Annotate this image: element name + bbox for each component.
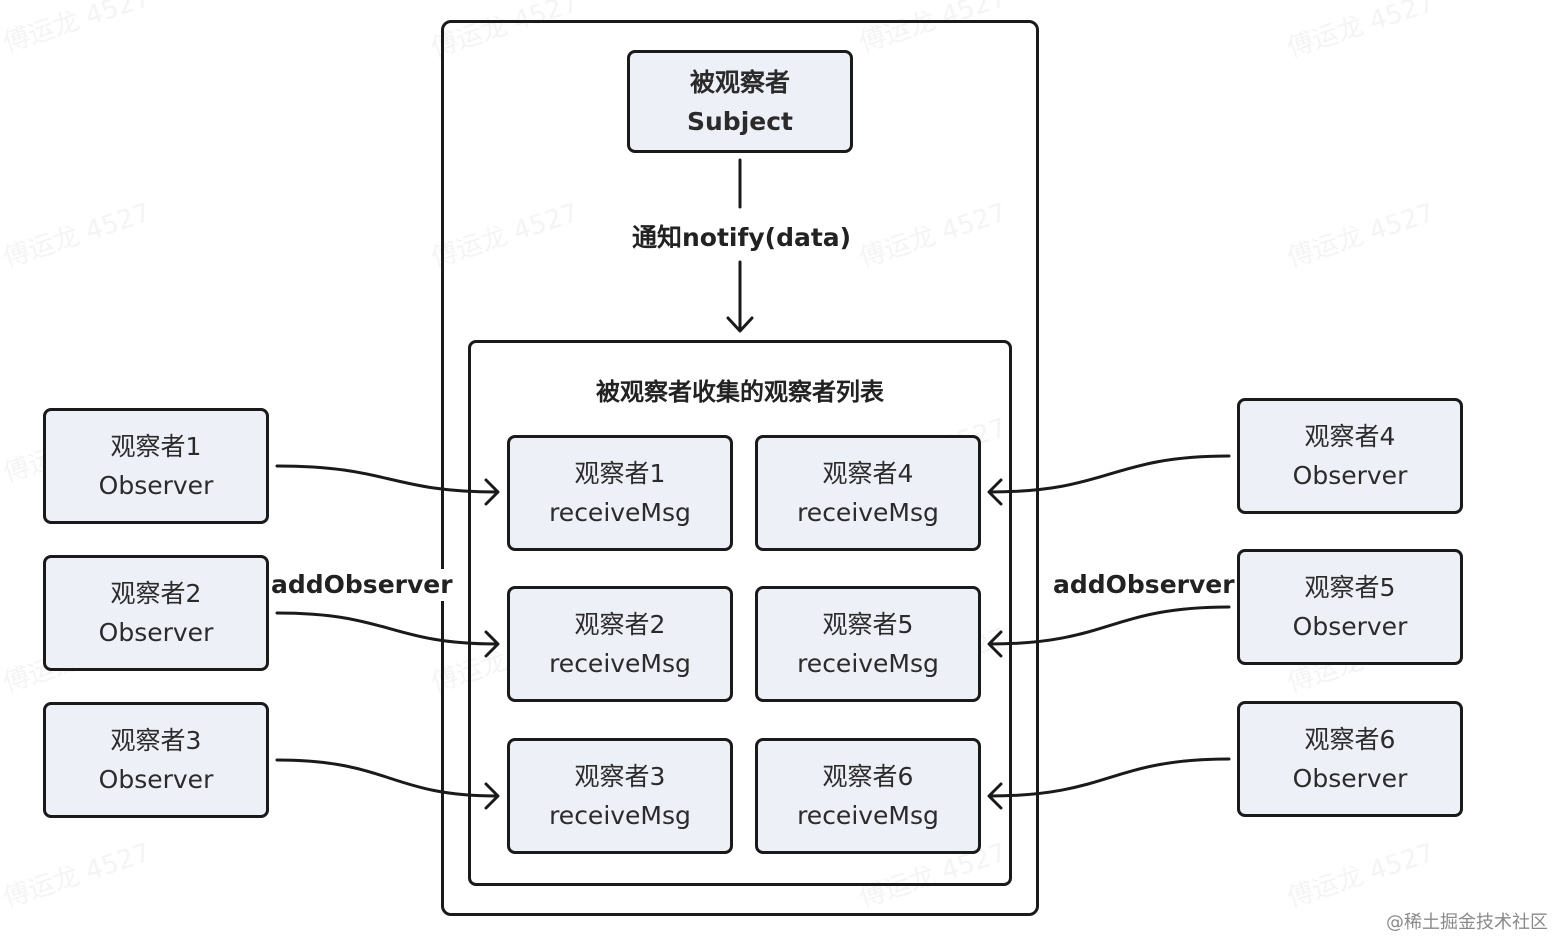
observer-name: 观察者6 [1304, 725, 1396, 754]
observer-name: 观察者1 [110, 432, 202, 461]
observer-box-4: 观察者4 Observer [1237, 398, 1463, 514]
observer-box-3: 观察者3 Observer [43, 702, 269, 818]
watermark: 傅运龙 4527 [1283, 838, 1439, 914]
subject-subtitle: Subject [687, 106, 793, 136]
notify-label: 通知notify(data) [632, 222, 852, 254]
list-item-method: receiveMsg [549, 649, 691, 678]
list-item-observer-5: 观察者5 receiveMsg [755, 586, 981, 702]
list-item-observer-6: 观察者6 receiveMsg [755, 738, 981, 854]
list-item-name: 观察者2 [574, 610, 666, 639]
observer-name: 观察者2 [110, 579, 202, 608]
list-item-method: receiveMsg [797, 498, 939, 527]
list-item-method: receiveMsg [797, 801, 939, 830]
list-item-method: receiveMsg [797, 649, 939, 678]
list-item-method: receiveMsg [549, 801, 691, 830]
list-item-name: 观察者5 [822, 610, 914, 639]
list-item-name: 观察者6 [822, 762, 914, 791]
subject-box: 被观察者 Subject [627, 50, 853, 153]
add-observer-label-left: addObserver [271, 569, 453, 601]
observer-type: Observer [1292, 461, 1408, 490]
list-item-method: receiveMsg [549, 498, 691, 527]
watermark: 傅运龙 4527 [0, 0, 155, 59]
observer-type: Observer [1292, 764, 1408, 793]
observer-name: 观察者5 [1304, 573, 1396, 602]
observer-box-6: 观察者6 Observer [1237, 701, 1463, 817]
watermark: 傅运龙 4527 [0, 198, 155, 274]
watermark: 傅运龙 4527 [1283, 198, 1439, 274]
observer-type: Observer [98, 765, 214, 794]
add-observer-label-right: addObserver [1053, 569, 1235, 601]
list-item-name: 观察者1 [574, 459, 666, 488]
observer-box-2: 观察者2 Observer [43, 555, 269, 671]
observer-type: Observer [1292, 612, 1408, 641]
observer-name: 观察者3 [110, 726, 202, 755]
watermark: 傅运龙 4527 [0, 838, 155, 914]
observer-type: Observer [98, 618, 214, 647]
subject-title: 被观察者 [689, 67, 790, 97]
list-item-observer-4: 观察者4 receiveMsg [755, 435, 981, 551]
observer-box-5: 观察者5 Observer [1237, 549, 1463, 665]
observer-box-1: 观察者1 Observer [43, 408, 269, 524]
list-item-name: 观察者4 [822, 459, 914, 488]
list-item-observer-2: 观察者2 receiveMsg [507, 586, 733, 702]
observer-name: 观察者4 [1304, 422, 1396, 451]
observer-type: Observer [98, 471, 214, 500]
observer-list-title: 被观察者收集的观察者列表 [596, 378, 884, 406]
list-item-observer-3: 观察者3 receiveMsg [507, 738, 733, 854]
footer-credit: @稀土掘金技术社区 [1386, 912, 1548, 933]
list-item-name: 观察者3 [574, 762, 666, 791]
watermark: 傅运龙 4527 [1283, 0, 1439, 64]
list-item-observer-1: 观察者1 receiveMsg [507, 435, 733, 551]
